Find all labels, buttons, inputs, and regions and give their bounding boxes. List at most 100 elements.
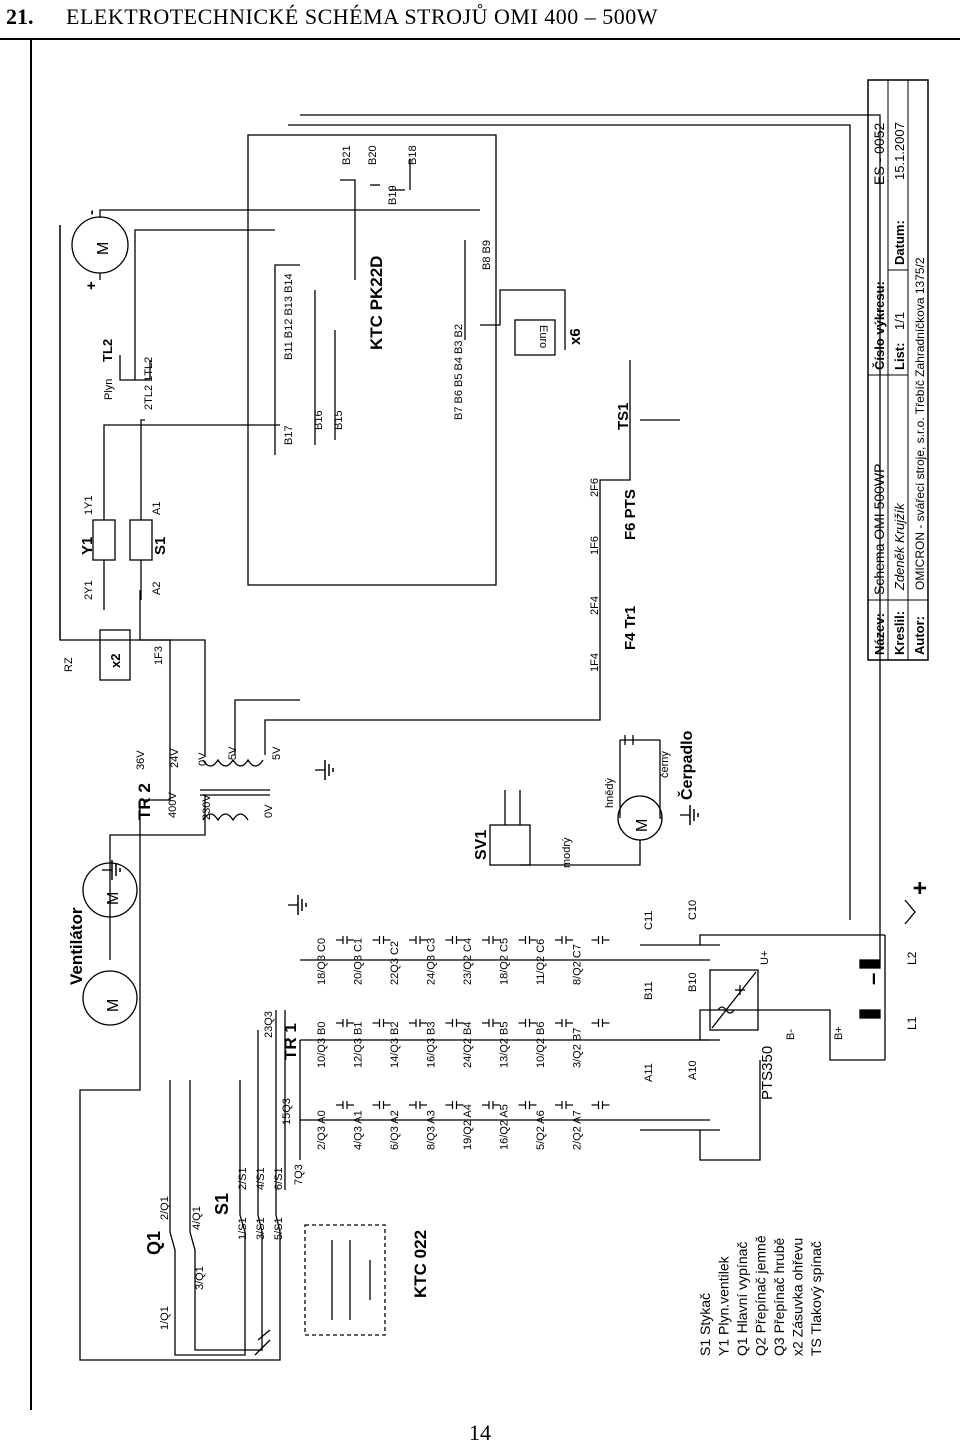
- switch-contact-label: 24/Q2 B4: [462, 1022, 474, 1068]
- label-s1-contactor: S1: [212, 1193, 232, 1215]
- nazev-label: Název:: [872, 613, 887, 655]
- label-s1-2: 2/S1: [237, 1167, 249, 1190]
- switch-contact-label: 6/Q3 A2: [389, 1110, 401, 1150]
- switch-contact-icon: [517, 1100, 538, 1110]
- label-400v: 400V: [167, 792, 179, 818]
- switch-contact-label: 2/Q2 A7: [572, 1110, 584, 1150]
- label-motor-plus: +: [83, 281, 100, 290]
- switch-contact-label: 14/Q3 B2: [389, 1022, 401, 1068]
- switch-contact-icon: [517, 1018, 538, 1028]
- label-x2: x2: [108, 654, 123, 668]
- switch-contact-label: 23/Q2 C4: [462, 938, 474, 985]
- label-tr1: TR 1: [281, 1023, 300, 1060]
- label-x6: x6: [567, 328, 584, 345]
- label-uplus: U+: [759, 951, 771, 965]
- label-modry: modrý: [561, 837, 573, 868]
- label-q1-3: 3/Q1: [194, 1266, 206, 1290]
- section-number: 21.: [6, 4, 34, 29]
- label-y1: Y1: [79, 537, 96, 555]
- cislo-label: Číslo výkresu:: [872, 281, 887, 370]
- label-l2: L2: [905, 951, 919, 965]
- switch-contact-icon: [444, 1018, 465, 1028]
- label-5v-a: 5V: [227, 746, 239, 760]
- page-number: 14: [469, 1420, 491, 1445]
- switch-contact-icon: [371, 935, 392, 945]
- switch-contact-label: 20/Q3 C1: [353, 938, 365, 985]
- label-b21: B21: [341, 145, 353, 165]
- switch-contact-icon: [481, 1100, 501, 1110]
- legend-item: Q1 Hlavní vypínač: [734, 1242, 750, 1356]
- legend-item: S1 Stykač: [697, 1293, 713, 1356]
- label-plyn: Plyn: [103, 379, 115, 400]
- label-7q3: 7Q3: [293, 1164, 305, 1185]
- label-pump-m: M: [634, 819, 651, 832]
- wiring: [59, 114, 916, 1361]
- switch-contact-icon: [408, 935, 428, 945]
- label-a2: A2: [151, 582, 163, 595]
- label-b8-b9: B8 B9: [481, 240, 493, 270]
- nazev-value: Schema OMI 500WP: [871, 464, 887, 596]
- label-tr2: TR 2: [135, 783, 154, 820]
- label-15q3: 15Q3: [281, 1098, 293, 1125]
- label-b17: B17: [283, 425, 295, 445]
- switch-contact-label: 8/Q2 C7: [572, 944, 584, 985]
- switch-contact-icon: [371, 1018, 392, 1028]
- switch-contact-icon: [444, 935, 465, 945]
- switch-contact-label: 10/Q3 B0: [316, 1022, 328, 1068]
- switch-contact-label: 2/Q3 A0: [316, 1110, 328, 1150]
- switch-contact-icon: [590, 1100, 611, 1110]
- switch-contact-label: 18/Q3 C0: [316, 938, 328, 985]
- label-tl2-pins: 2TL2 1TL2: [143, 357, 155, 410]
- label-b10: B10: [687, 972, 699, 992]
- switch-contact-label: 3/Q2 B7: [572, 1028, 584, 1068]
- switch-contact-label: 12/Q3 B1: [353, 1022, 365, 1068]
- ground-icon: [314, 759, 334, 781]
- switch-contact-label: 4/Q3 A1: [353, 1110, 365, 1150]
- label-cerny: černý: [659, 751, 671, 778]
- legend-item: Q3 Přepínač hrubě: [771, 1237, 787, 1356]
- switch-contact-icon: [590, 935, 611, 945]
- label-output-minus: –: [860, 973, 885, 985]
- label-fan-m1: M: [105, 999, 122, 1012]
- legend-item: Q2 Přepínač jemně: [753, 1235, 769, 1356]
- label-b7-b2: B7 B6 B5 B4 B3 B2: [453, 324, 465, 420]
- switch-contact-label: 16/Q2 A5: [499, 1104, 511, 1150]
- switch-contact-icon: [590, 1018, 611, 1028]
- label-ktc022: KTC 022: [411, 1230, 430, 1298]
- label-motor-minus: -: [83, 210, 100, 215]
- label-1f3: 1F3: [153, 646, 165, 665]
- switch-contact-icon: [335, 1100, 355, 1110]
- label-2f6: 2F6: [589, 478, 601, 497]
- label-2y1: 2Y1: [83, 580, 95, 600]
- switch-contact-icon: [554, 1018, 574, 1028]
- label-b11: B11: [643, 981, 655, 1000]
- label-2f4: 2F4: [589, 596, 601, 615]
- label-c11: C11: [643, 911, 655, 930]
- switch-contact-icon: [444, 1100, 465, 1110]
- label-36v: 36V: [135, 750, 147, 770]
- list-value: 1/1: [892, 312, 907, 330]
- label-s1-coil: S1: [152, 537, 169, 555]
- label-fan-m2: M: [105, 892, 122, 905]
- label-0v-b: 0V: [197, 752, 209, 766]
- label-s1-6: 6/S1: [273, 1167, 285, 1190]
- label-q1: Q1: [144, 1231, 164, 1255]
- label-b18: B18: [407, 145, 419, 165]
- label-output-plus: +: [907, 881, 934, 895]
- switch-contact-icon: [335, 935, 355, 945]
- label-bminus: B-: [785, 1029, 797, 1040]
- switch-contact-icon: [481, 935, 501, 945]
- switch-contact-label: 24/Q3 C3: [426, 938, 438, 985]
- label-b16: B16: [313, 410, 325, 430]
- switch-contact-icon: [335, 1018, 355, 1028]
- legend-item: TS Tlakový spínač: [808, 1241, 824, 1356]
- fan-motor-icon: [82, 862, 138, 1026]
- legend-item: Y1 Plyn.ventilek: [716, 1255, 732, 1356]
- switch-contact-icon: [554, 935, 574, 945]
- label-b19: B19: [387, 185, 399, 205]
- ground-icon: [287, 894, 307, 916]
- switch-contact-label: 8/Q3 A3: [426, 1110, 438, 1150]
- datum-label: Datum:: [892, 220, 907, 265]
